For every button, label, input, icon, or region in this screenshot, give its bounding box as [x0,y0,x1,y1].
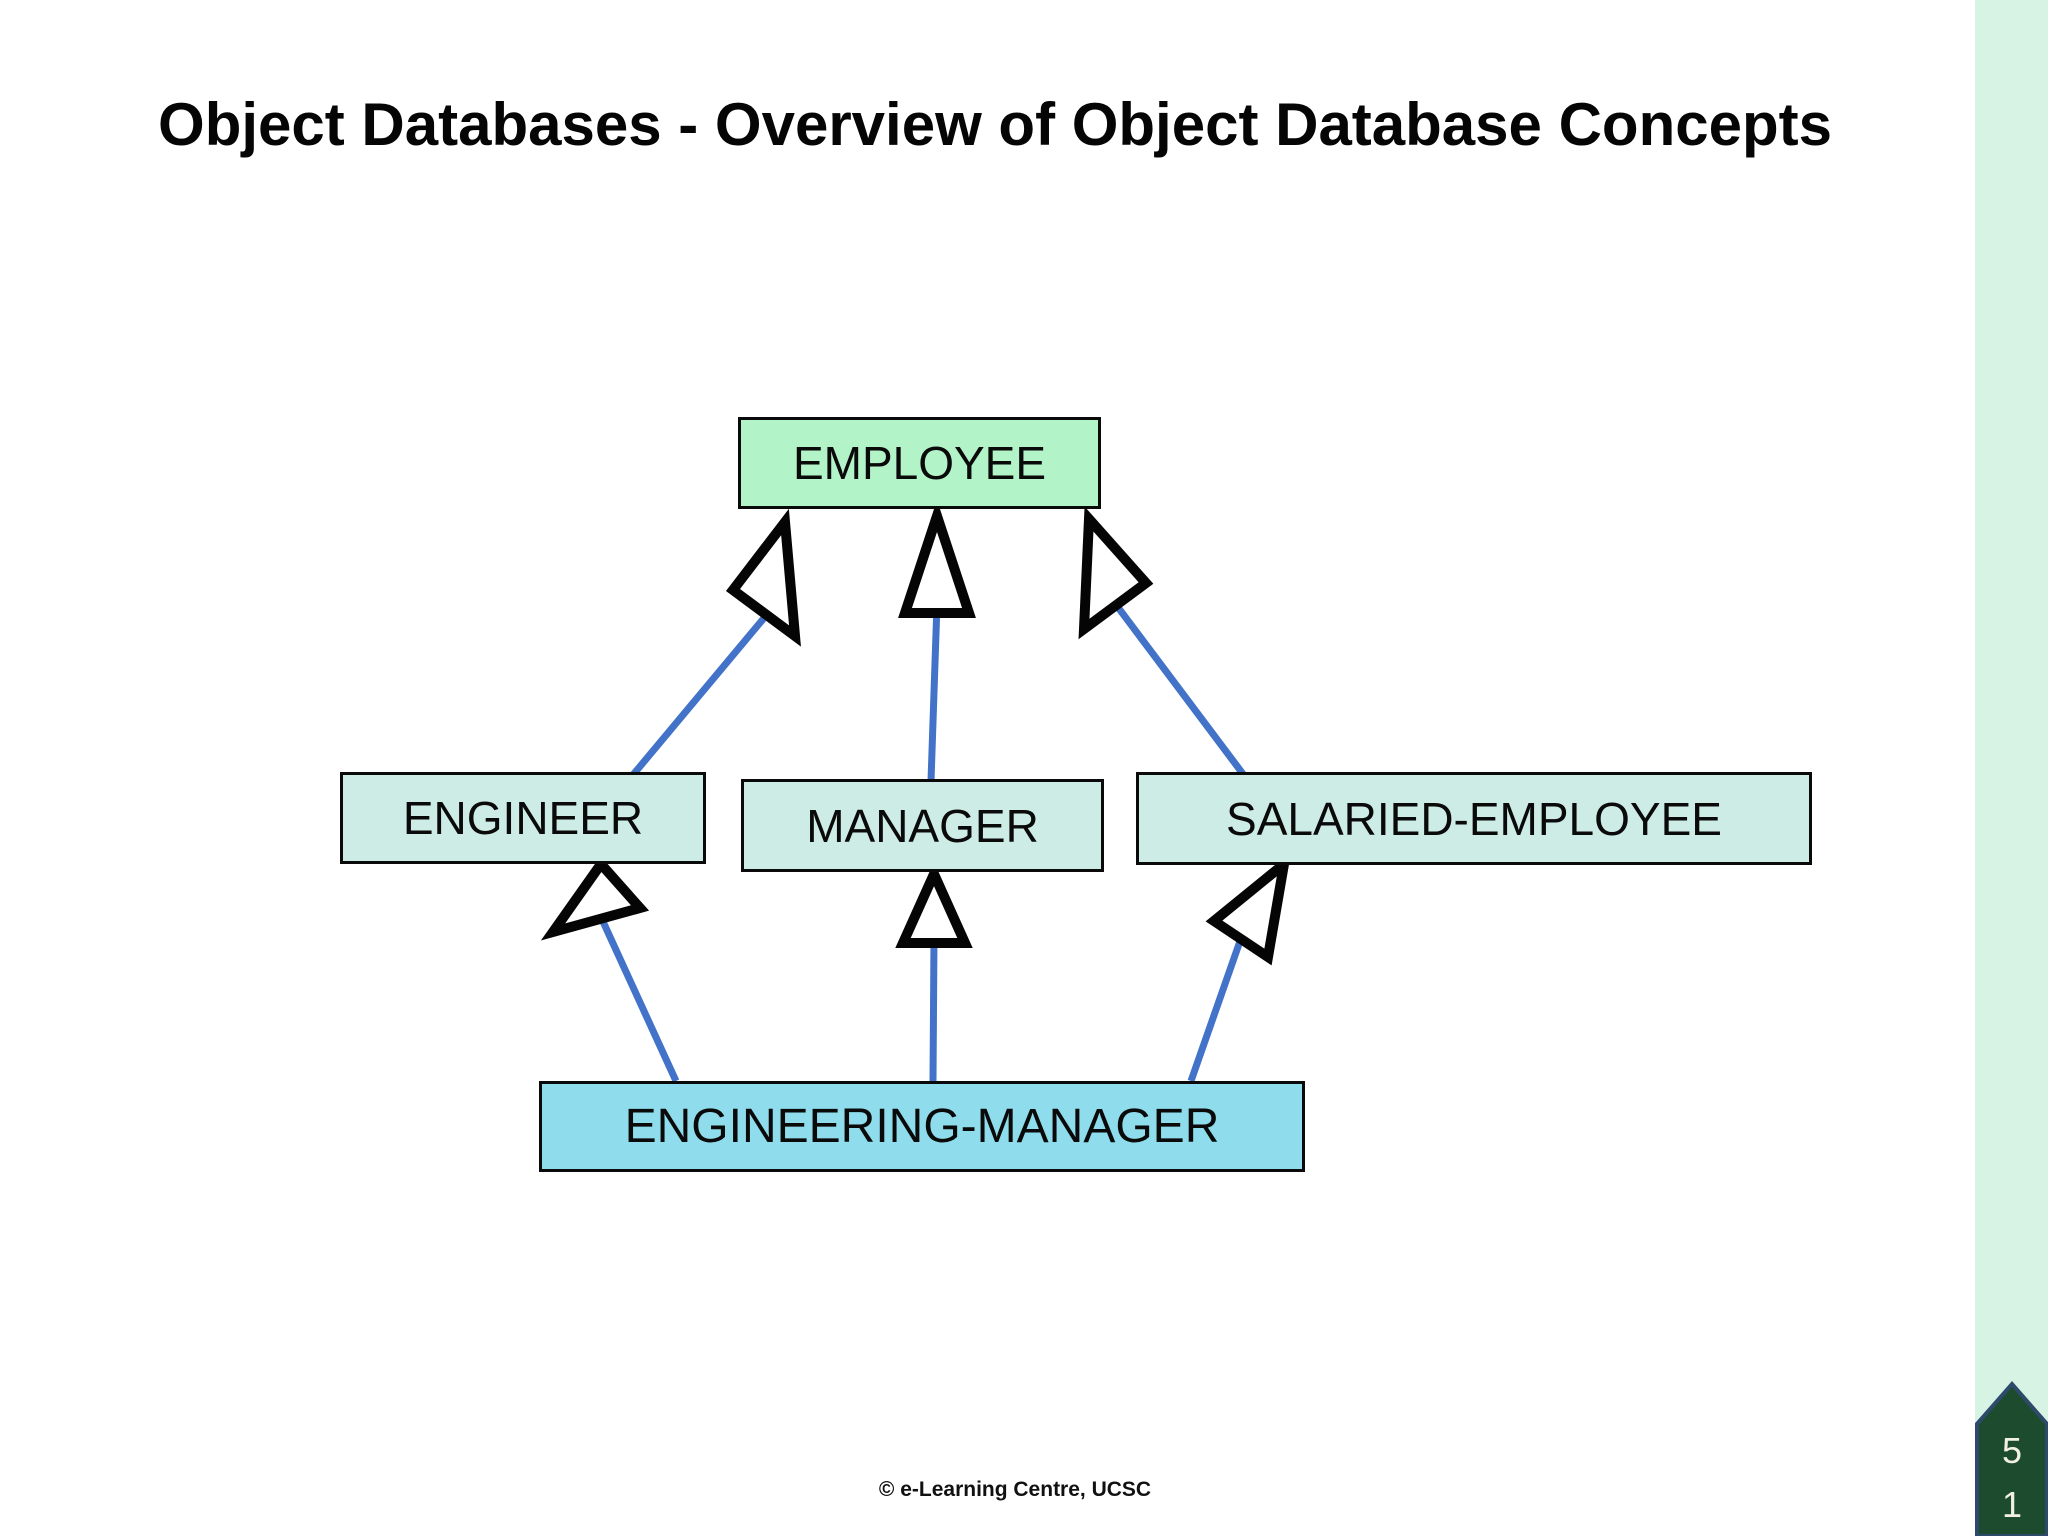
node-engineer: ENGINEER [340,772,706,864]
edge-line-manager-to-employee [927,603,941,782]
footer-copyright: © e-Learning Centre, UCSC [878,1478,1152,1501]
node-employee: EMPLOYEE [738,417,1101,509]
generalization-arrowhead-icon [895,861,973,948]
page-number: 51 [2001,1430,2023,1525]
node-salaried-employee: SALARIED-EMPLOYEE [1136,772,1812,865]
node-engineering-manager: ENGINEERING-MANAGER [539,1081,1305,1172]
generalization-arrowhead-icon [725,508,801,647]
page-number-tab-icon [1975,1380,2048,1536]
edge-line-engineer-to-employee [629,615,767,779]
generalization-arrowhead-icon [1078,506,1154,640]
node-engineer-label: ENGINEER [402,792,644,844]
edge-line-engineering-manager-to-engineer [596,913,680,1083]
node-salaried-employee-label: SALARIED-EMPLOYEE [1226,792,1722,845]
edge-line-salaried-employee-to-employee [1114,603,1246,777]
node-manager: MANAGER [741,779,1104,872]
edge-line-engineering-manager-to-salaried-employee [1187,922,1250,1083]
edge-line-engineering-manager-to-manager [929,937,938,1082]
slide-title: Object Databases - Overview of Object Da… [158,91,1832,158]
node-manager-label: MANAGER [806,799,1039,852]
node-employee-label: EMPLOYEE [792,437,1047,489]
generalization-arrowhead-icon [540,855,650,941]
side-strip [1975,0,2048,1536]
generalization-arrowhead-icon [1205,851,1292,966]
node-engineering-manager-label: ENGINEERING-MANAGER [624,1100,1220,1153]
generalization-arrowhead-icon [898,500,976,618]
